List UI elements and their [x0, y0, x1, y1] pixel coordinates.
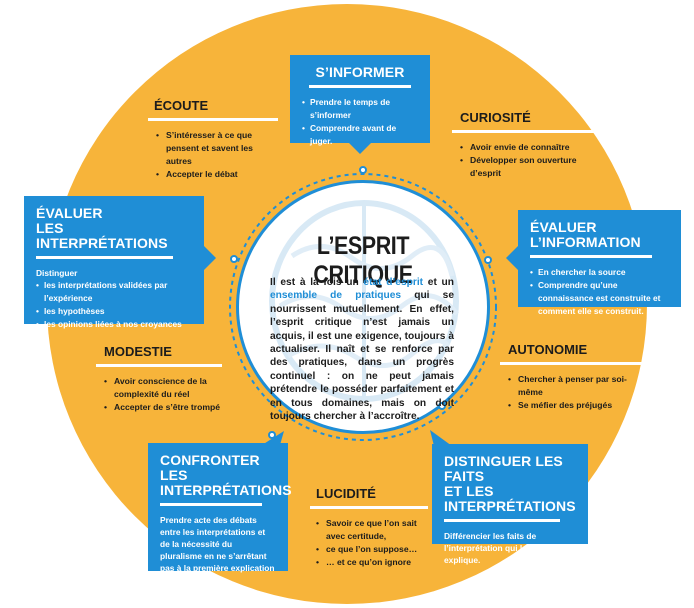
list-item: Développer son ouverture d’esprit [460, 154, 602, 180]
box-sinformer-pointer [348, 142, 372, 154]
center-text-part2: et un [423, 277, 455, 288]
list-item: ce que l’on suppose… [316, 543, 428, 556]
list-item: Accepter de s’être trompé [104, 401, 222, 414]
box-confronter-rule [160, 503, 263, 506]
quality-curiosite-rule [452, 130, 602, 133]
list-item: les interprétations validées par l’expér… [36, 279, 192, 305]
center-description: Il est à la fois un état d’esprit et un … [270, 276, 454, 423]
box-distinguer: DISTINGUER LES FAITS ET LES INTERPRÉTATI… [432, 444, 588, 565]
box-sinformer-title: S’INFORMER [315, 64, 405, 80]
box-sinformer: S’INFORMER Prendre le temps de s’informe… [290, 55, 430, 146]
quality-modestie-title: MODESTIE [104, 344, 172, 359]
quality-autonomie-title: AUTONOMIE [508, 342, 588, 357]
box-sinformer-rule [308, 85, 412, 88]
list-item: les opinions liées à nos croyances [36, 318, 192, 331]
quality-modestie-list: Avoir conscience de la complexité du rée… [96, 375, 222, 414]
list-item: Avoir envie de connaître [460, 141, 602, 154]
quality-modestie: MODESTIE Avoir conscience de la complexi… [96, 344, 222, 414]
box-distinguer-text: Différencier les faits de l’interprétati… [444, 531, 575, 565]
list-item: Comprendre avant de juger. [302, 122, 418, 148]
box-evaluer-interpretations-rule [36, 256, 174, 259]
quality-modestie-rule [96, 364, 222, 367]
quality-autonomie-rule [500, 362, 650, 365]
box-evaluer-interpretations-list: les interprétations validées par l’expér… [36, 279, 192, 331]
list-item: Comprendre qu’une connaissance est const… [530, 279, 669, 318]
list-item: … et ce qu’on ignore [316, 556, 428, 569]
quality-autonomie-list: Chercher à penser par soi-même Se méfier… [500, 373, 650, 412]
cycle-dot-top [359, 166, 367, 174]
box-evaluer-interpretations-intro: Distinguer [36, 268, 78, 278]
quality-lucidite-title: LUCIDITÉ [316, 486, 376, 501]
box-evaluer-information-rule [530, 255, 653, 258]
quality-curiosite: CURIOSITÉ Avoir envie de connaître Dével… [452, 110, 602, 180]
quality-ecoute-list: S’intéresser à ce que pensent et savent … [148, 129, 278, 181]
quality-lucidite: LUCIDITÉ Savoir ce que l’on sait avec ce… [310, 486, 428, 569]
box-confronter-title-2: LES INTERPRÉTATIONS [160, 467, 292, 498]
list-item: les hypothèses [36, 305, 192, 318]
box-evaluer-interpretations-title-1: ÉVALUER [36, 205, 103, 221]
box-distinguer-pointer [430, 430, 452, 446]
box-evaluer-interpretations: ÉVALUER LES INTERPRÉTATIONS Distinguer l… [24, 196, 204, 331]
center-highlight-practices: ensemble de pratiques [270, 290, 402, 302]
list-item: En chercher la source [530, 266, 669, 279]
list-item: Chercher à penser par soi-même [508, 373, 650, 399]
cycle-dot-bottom-right [438, 402, 446, 410]
box-evaluer-interpretations-title-2: LES INTERPRÉTATIONS [36, 220, 168, 251]
list-item: Prendre le temps de s’informer [302, 96, 418, 122]
box-sinformer-list: Prendre le temps de s’informer Comprendr… [302, 96, 418, 148]
center-text-part3: qui se nourrissent mutuellement. En effe… [270, 290, 454, 423]
list-item: Savoir ce que l’on sait avec certitude, [316, 517, 428, 543]
box-confronter: CONFRONTER LES INTERPRÉTATIONS Prendre a… [148, 443, 292, 585]
quality-lucidite-list: Savoir ce que l’on sait avec certitude, … [310, 517, 428, 569]
brain-illustration [269, 200, 459, 402]
cycle-dot-left [230, 255, 238, 263]
box-evaluer-information-pointer [506, 246, 518, 270]
box-evaluer-interpretations-pointer [204, 246, 216, 270]
center-text-part1: Il est à la fois un [270, 277, 364, 288]
center-title: L’ESPRIT CRITIQUE [313, 232, 413, 289]
list-item: Se méfier des préjugés [508, 399, 650, 412]
box-confronter-text: Prendre acte des débats entre les interp… [160, 515, 275, 585]
quality-curiosite-list: Avoir envie de connaître Développer son … [452, 141, 602, 180]
box-distinguer-title-2: ET LES INTERPRÉTATIONS [444, 483, 576, 514]
list-item: Avoir conscience de la complexité du rée… [104, 375, 222, 401]
list-item: S’intéresser à ce que pensent et savent … [156, 129, 278, 168]
box-evaluer-information: ÉVALUER L’INFORMATION En chercher la sou… [518, 210, 681, 316]
quality-autonomie: AUTONOMIE Chercher à penser par soi-même… [500, 342, 650, 412]
quality-ecoute: ÉCOUTE S’intéresser à ce que pensent et … [148, 98, 278, 181]
quality-ecoute-title: ÉCOUTE [154, 98, 209, 113]
box-evaluer-information-title: ÉVALUER L’INFORMATION [530, 219, 641, 250]
center-highlight-state: état d’esprit [363, 277, 424, 288]
box-confronter-pointer [262, 431, 284, 445]
quality-curiosite-title: CURIOSITÉ [460, 110, 531, 125]
box-confronter-title-1: CONFRONTER [160, 452, 260, 468]
box-evaluer-information-list: En chercher la source Comprendre qu’une … [530, 266, 669, 318]
box-distinguer-rule [444, 519, 561, 522]
box-distinguer-title-1: DISTINGUER LES FAITS [444, 453, 563, 484]
quality-ecoute-rule [148, 118, 278, 121]
list-item: Accepter le débat [156, 168, 278, 181]
dashed-cycle-ring [229, 173, 497, 441]
quality-lucidite-rule [310, 506, 428, 509]
cycle-dot-right [484, 256, 492, 264]
cycle-dot-bottom-left [268, 431, 276, 439]
